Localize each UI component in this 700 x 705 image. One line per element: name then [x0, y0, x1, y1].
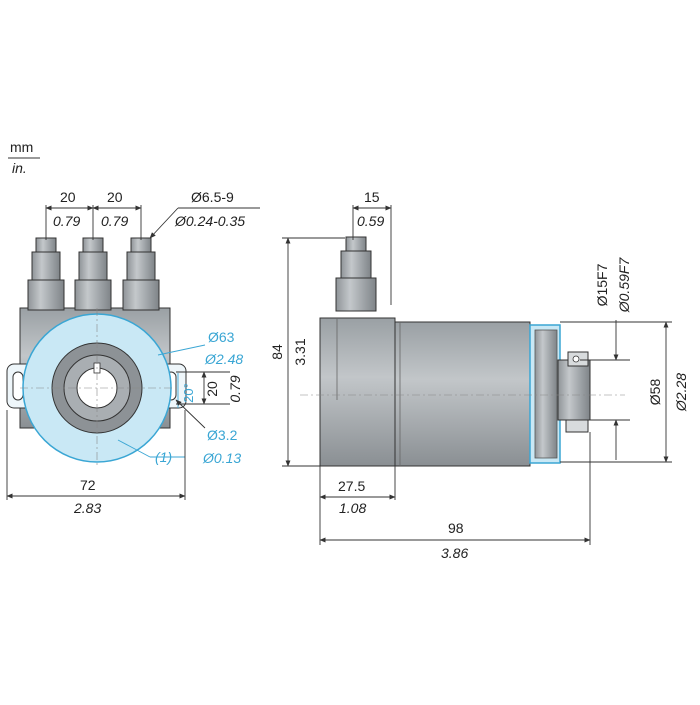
unit-in: in. [12, 160, 27, 176]
length-mm: 98 [448, 520, 464, 536]
length-in: 3.86 [441, 545, 468, 561]
cable-in: Ø0.24-0.35 [174, 213, 245, 229]
hole-leader [175, 399, 206, 429]
side-gland-nut [340, 250, 372, 279]
front-view: 20 0.79 20 0.79 Ø6.5-9 Ø0.24-0.35 Ø63 Ø2… [6, 189, 260, 516]
cable-mm: Ø6.5-9 [191, 189, 234, 205]
housing-mm: 27.5 [338, 478, 365, 494]
side-gland-cap [345, 236, 367, 252]
side-gland-base [335, 277, 377, 312]
slot-angle: 20° [181, 383, 196, 403]
pitch2-in: 0.79 [101, 213, 128, 229]
shaft-mm: Ø15F7 [594, 263, 610, 306]
body-mm: Ø58 [647, 379, 663, 406]
pitch1-in: 0.79 [53, 213, 80, 229]
hole-mm: Ø3.2 [207, 427, 238, 443]
clamp-screw-bottom [565, 419, 589, 433]
height-in: 3.31 [292, 338, 308, 365]
unit-mm: mm [10, 139, 33, 155]
body-in: Ø2.28 [673, 373, 689, 412]
height-mm: 84 [269, 344, 285, 360]
width-in: 2.83 [73, 500, 101, 516]
gland-mm: 15 [364, 189, 380, 205]
side-view: 15 0.59 84 3.31 27.5 1.08 98 3.86 Ø15F7 … [269, 189, 689, 561]
flange-leader [157, 344, 206, 356]
shaft-in: Ø0.59F7 [616, 257, 632, 314]
gland-in: 0.59 [357, 213, 384, 229]
flange-dia-mm: Ø63 [208, 329, 235, 345]
width-mm: 72 [80, 477, 96, 493]
flange-dia-in: Ø2.48 [204, 351, 243, 367]
cable-gland [122, 237, 160, 311]
ear-slot-left [12, 371, 24, 401]
clamp-screw-head [572, 355, 580, 363]
cable-gland [74, 237, 112, 311]
cable-gland [27, 237, 65, 311]
cable-leader [149, 207, 179, 239]
shaft-clamp [557, 359, 591, 421]
flange-face [534, 329, 558, 459]
slot-in: 0.79 [227, 375, 243, 402]
callout-leader [117, 439, 151, 458]
connection-housing [319, 317, 396, 467]
hole-in: Ø0.13 [202, 450, 241, 466]
housing-in: 1.08 [339, 500, 366, 516]
callout-1: (1) [155, 449, 172, 465]
encoder-body [394, 321, 531, 467]
pitch1-mm: 20 [60, 189, 76, 205]
units-legend: mm in. [8, 139, 40, 176]
pitch2-mm: 20 [107, 189, 123, 205]
slot-mm: 20 [204, 381, 220, 397]
cable-glands [27, 237, 160, 311]
